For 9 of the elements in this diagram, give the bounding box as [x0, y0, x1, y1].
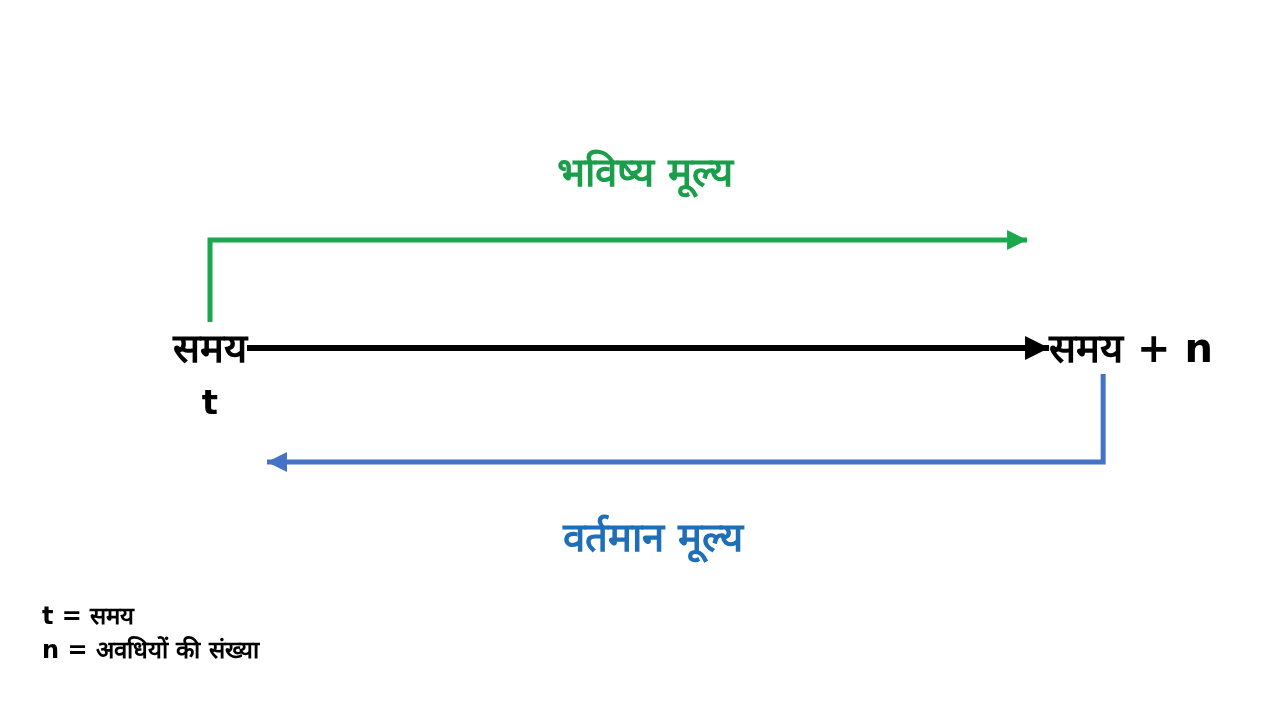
definition-note: n = अवधियों की संख्या — [42, 635, 259, 666]
definition-note: t = समय — [42, 601, 135, 632]
time-label: समय — [173, 324, 247, 373]
time-label: t — [201, 381, 219, 424]
arrow — [207, 230, 1028, 322]
arrow — [267, 374, 1106, 472]
arrow — [247, 336, 1050, 360]
time-label: समय + n — [1049, 324, 1213, 373]
edge-label: वर्तमान मूल्य — [559, 511, 747, 563]
